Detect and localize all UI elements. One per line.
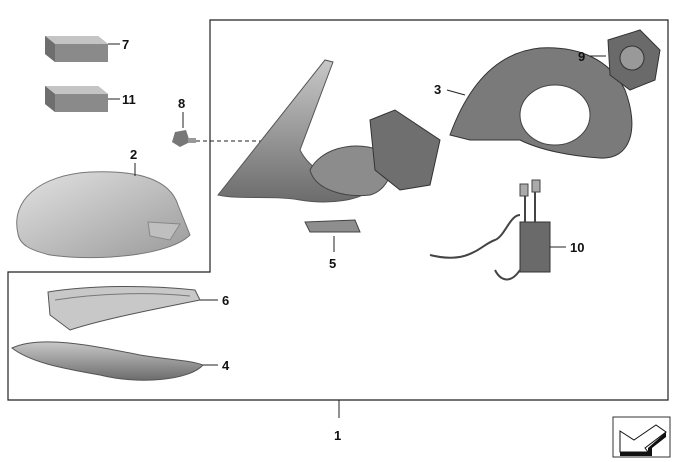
part-11-pad [45, 86, 108, 112]
part-9-adjustment-motor [607, 29, 661, 91]
label-2: 2 [130, 147, 137, 162]
label-8: 8 [178, 96, 185, 111]
label-1: 1 [334, 428, 341, 443]
part-7-pad [45, 36, 108, 62]
assembly-frame [7, 19, 669, 401]
arrow-down-left-icon[interactable] [612, 416, 671, 458]
part-4-trim-strip [11, 341, 204, 381]
part-6-turn-signal [47, 285, 201, 331]
label-10: 10 [570, 240, 584, 255]
label-3: 3 [434, 82, 441, 97]
label-7: 7 [122, 37, 129, 52]
label-11: 11 [122, 92, 136, 107]
part-10-wiring-module [429, 179, 551, 281]
label-4: 4 [222, 358, 230, 373]
part-5-light [304, 219, 361, 233]
label-9: 9 [578, 49, 585, 64]
part-8-screw [172, 130, 196, 147]
label-6: 6 [222, 293, 229, 308]
part-2-mirror-cap [16, 171, 191, 259]
part-1-mirror-body [217, 59, 441, 203]
label-5: 5 [329, 256, 336, 271]
